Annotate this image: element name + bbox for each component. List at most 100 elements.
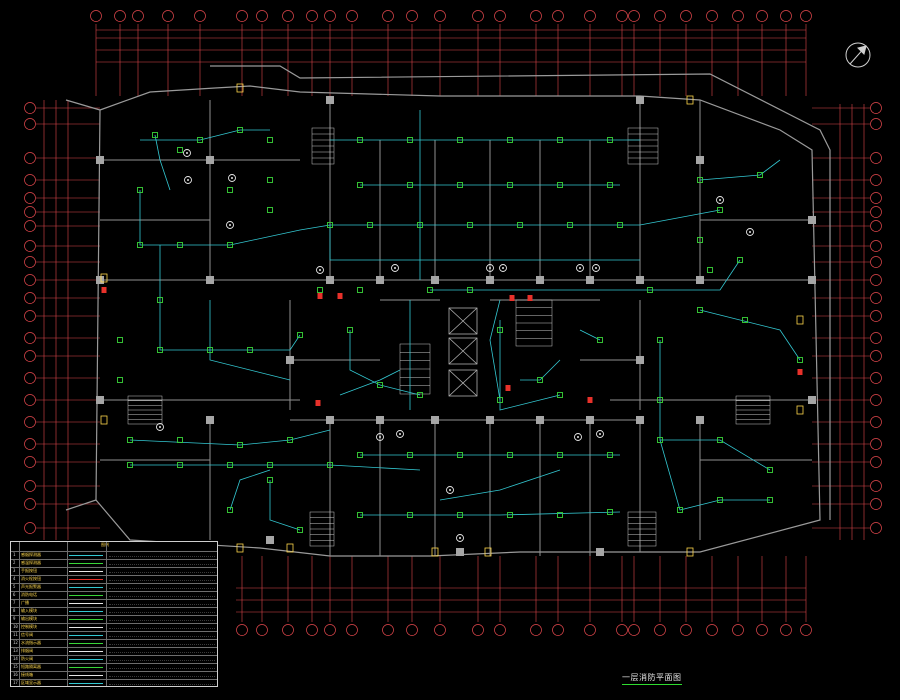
legend-row-note (109, 628, 215, 629)
device-square (227, 242, 233, 248)
grid-bubble-top (90, 10, 102, 22)
smoke-detector-icon (746, 228, 754, 236)
device-square (507, 512, 513, 518)
device-square (457, 137, 463, 143)
stair-icon (735, 395, 771, 425)
device-square (237, 127, 243, 133)
grid-bubble-top (530, 10, 542, 22)
grid-bubble-top (346, 10, 358, 22)
legend-row-note (109, 620, 215, 621)
accent-mark (686, 95, 694, 105)
smoke-detector-icon (499, 264, 507, 272)
grid-bubble-top (114, 10, 126, 22)
grid-bubble-right (870, 192, 882, 204)
conduit-run (269, 480, 301, 531)
grid-bubble-right (870, 480, 882, 492)
grid-bubble-left (24, 498, 36, 510)
device-square (457, 182, 463, 188)
grid-bubble-bottom (324, 624, 336, 636)
device-square (367, 222, 373, 228)
grid-bubble-right (870, 118, 882, 130)
device-square (507, 182, 513, 188)
accent-mark (100, 273, 108, 283)
grid-bubble-top (680, 10, 692, 22)
device-square (357, 287, 363, 293)
legend-row-line (69, 619, 103, 622)
grid-bubble-bottom (382, 624, 394, 636)
conduit-run (209, 300, 291, 381)
column (376, 276, 384, 284)
device-square (657, 337, 663, 343)
column (808, 276, 816, 284)
device-square (297, 332, 303, 338)
grid-bubble-right (870, 438, 882, 450)
legend-row-line (69, 643, 103, 646)
column (286, 356, 294, 364)
conduit-run (130, 464, 421, 471)
conduit-run (439, 469, 561, 501)
device-square (327, 462, 333, 468)
column (206, 276, 214, 284)
stair-icon (627, 511, 657, 547)
grid-bubble-top (282, 10, 294, 22)
accent-mark (236, 543, 244, 553)
legend-row-number: 4 (13, 576, 16, 581)
column (586, 416, 594, 424)
accent-mark (286, 543, 294, 553)
accent-mark (431, 547, 439, 557)
legend-row-note (109, 564, 215, 565)
device-square (557, 137, 563, 143)
grid-bubble-left (24, 480, 36, 492)
grid-bubble-left (24, 456, 36, 468)
alarm-device-icon (509, 295, 515, 301)
smoke-detector-icon (716, 196, 724, 204)
grid-bubble-bottom (434, 624, 446, 636)
north-arrow-icon (845, 42, 871, 68)
grid-bubble-left (24, 394, 36, 406)
device-square (717, 437, 723, 443)
legend-row-note (109, 644, 215, 645)
device-square (347, 327, 353, 333)
column (431, 276, 439, 284)
grid-bubble-top (472, 10, 484, 22)
device-square (517, 222, 523, 228)
device-square (117, 337, 123, 343)
device-square (407, 452, 413, 458)
legend-row-note (109, 596, 215, 597)
legend-row-number: 1 (13, 552, 16, 557)
grid-bubble-left (24, 350, 36, 362)
grid-bubble-left (24, 102, 36, 114)
accent-mark (796, 405, 804, 415)
drawing-title: 一层消防平面图 (622, 672, 682, 685)
stair-icon (309, 511, 335, 547)
legend-row-line (69, 627, 103, 630)
device-square (157, 347, 163, 353)
column (96, 396, 104, 404)
core-elevators (448, 307, 478, 397)
conduit-run (349, 330, 421, 396)
grid-bubble-bottom (530, 624, 542, 636)
grid-bubble-right (870, 292, 882, 304)
legend-row-line (69, 603, 103, 606)
legend-row-number: 10 (13, 624, 18, 629)
legend-row-name: 广播 (21, 600, 29, 605)
legend-row-number: 3 (13, 568, 16, 573)
device-square (607, 182, 613, 188)
device-square (457, 512, 463, 518)
grid-bubble-top (306, 10, 318, 22)
conduit-run (139, 190, 721, 246)
grid-bubble-top (406, 10, 418, 22)
conduit-run (129, 429, 331, 446)
grid-bubble-top (800, 10, 812, 22)
legend-row-number: 11 (13, 632, 18, 637)
grid-bubble-bottom (306, 624, 318, 636)
grid-bubble-right (870, 274, 882, 286)
legend-row-note (109, 556, 215, 557)
